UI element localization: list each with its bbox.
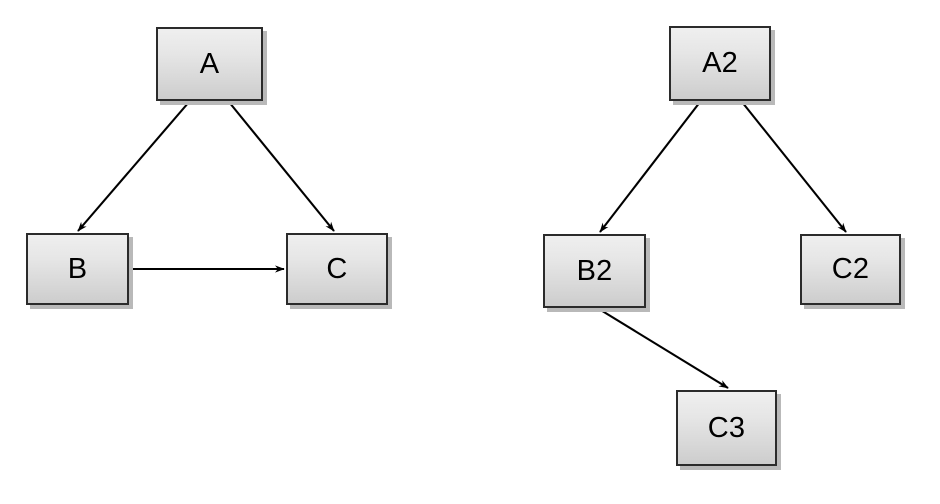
node-b2[interactable]: B2 [543, 234, 646, 308]
edge-a2-to-c2 [741, 101, 847, 233]
node-label: B2 [576, 254, 613, 287]
node-c3[interactable]: C3 [676, 390, 777, 466]
node-label: B [67, 252, 88, 285]
edges-group [77, 101, 847, 389]
node-c2[interactable]: C2 [800, 234, 901, 305]
edge-a2-to-b2 [599, 101, 701, 233]
node-label: A [199, 47, 220, 80]
node-a2[interactable]: A2 [669, 26, 771, 101]
node-label: C [326, 252, 348, 285]
edge-b2-to-c3 [598, 308, 729, 389]
node-a[interactable]: A [156, 27, 263, 101]
node-label: A2 [702, 47, 738, 79]
node-c[interactable]: C [286, 233, 388, 305]
node-label: C2 [831, 253, 870, 285]
edge-a-to-b [77, 101, 190, 232]
node-b[interactable]: B [26, 233, 129, 305]
edge-a-to-c [228, 101, 335, 232]
node-label: C3 [707, 411, 746, 444]
